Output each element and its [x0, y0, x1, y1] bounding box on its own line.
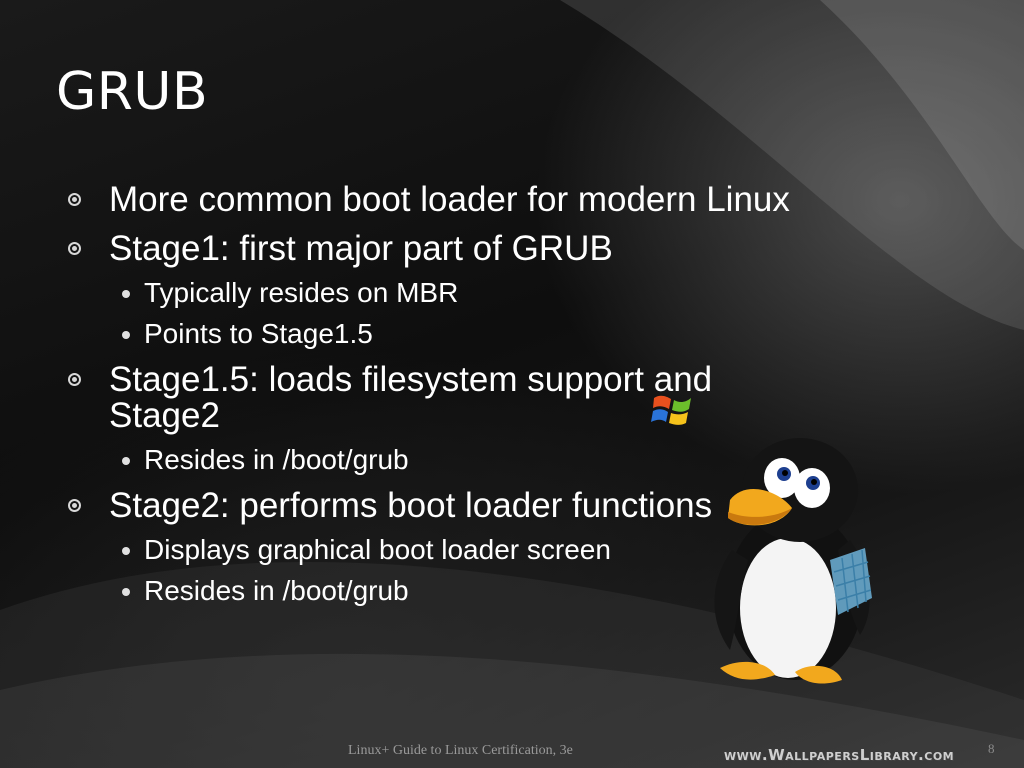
circled-dot-icon: [68, 373, 81, 386]
bullet-text: Stage2: performs boot loader functions: [109, 486, 713, 525]
sub-bullet-text: Resides in /boot/grub: [144, 575, 409, 606]
windows-flag-icon: [651, 395, 691, 425]
bullet-text: Stage1: first major part of GRUB: [109, 229, 613, 268]
sub-bullet-item: Resides in /boot/grub: [66, 445, 826, 475]
sub-bullet-text: Points to Stage1.5: [144, 318, 373, 349]
round-bullet-icon: [122, 331, 130, 339]
sub-bullet-item: Displays graphical boot loader screen: [66, 535, 826, 565]
round-bullet-icon: [122, 457, 130, 465]
bullet-item: Stage1: first major part of GRUB: [66, 231, 826, 267]
sub-bullet-item: Typically resides on MBR: [66, 278, 826, 308]
round-bullet-icon: [122, 588, 130, 596]
sub-bullet-item: Resides in /boot/grub: [66, 576, 826, 606]
bullet-list: More common boot loader for modern Linux…: [66, 178, 826, 606]
circled-dot-icon: [68, 242, 81, 255]
bullet-text: More common boot loader for modern Linux: [109, 180, 790, 219]
watermark: www.WallpapersLibrary.com: [724, 746, 955, 764]
sub-bullet-text: Typically resides on MBR: [144, 277, 459, 308]
bullet-item: Stage1.5: loads filesystem support and S…: [66, 362, 826, 434]
bullet-item: Stage2: performs boot loader functions: [66, 488, 826, 524]
sub-bullet-text: Displays graphical boot loader screen: [144, 534, 611, 565]
circled-dot-icon: [68, 193, 81, 206]
round-bullet-icon: [122, 547, 130, 555]
bullet-item: More common boot loader for modern Linux: [66, 182, 826, 218]
page-number: 8: [988, 741, 995, 756]
round-bullet-icon: [122, 290, 130, 298]
slide-title: GRUB: [56, 62, 209, 122]
slide-footer: Linux+ Guide to Linux Certification, 3e: [348, 743, 573, 758]
sub-bullet-item: Points to Stage1.5: [66, 319, 826, 349]
circled-dot-icon: [68, 499, 81, 512]
bullet-text: Stage1.5: loads filesystem support and S…: [109, 360, 713, 435]
tux-penguin-icon: [714, 438, 872, 684]
sub-bullet-text: Resides in /boot/grub: [144, 444, 409, 475]
